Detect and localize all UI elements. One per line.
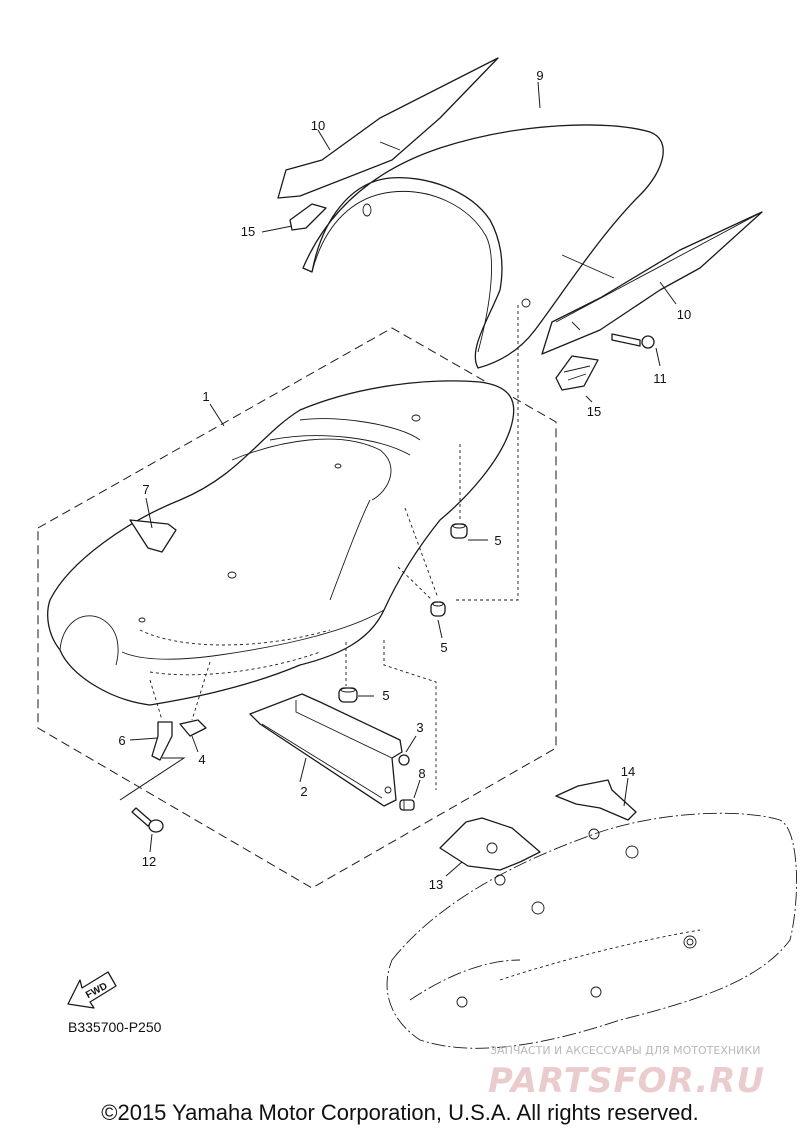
bolt-12 [131, 807, 164, 833]
damper-middle [430, 601, 446, 617]
collar-8 [399, 799, 415, 811]
seat-bracket [249, 693, 403, 807]
seat [47, 380, 515, 706]
callout-5-middle: 5 [440, 640, 447, 655]
screw-11 [611, 333, 655, 349]
nut-3 [398, 754, 410, 766]
callouts: 1 2 3 4 5 5 5 6 7 8 9 10 10 11 12 13 14 [118, 68, 691, 892]
emblem-left [289, 203, 327, 231]
callout-11: 11 [653, 371, 667, 386]
side-stripe-decal-left [277, 57, 499, 199]
callout-12: 12 [142, 854, 156, 869]
damper-lower [338, 687, 358, 703]
watermark-logo: PARTSFOR.RU [488, 1061, 765, 1101]
rear-fender-outline [386, 812, 798, 1049]
callout-9: 9 [536, 68, 543, 83]
callout-7: 7 [142, 482, 149, 497]
callout-6: 6 [118, 733, 125, 748]
emblem-right [555, 355, 599, 391]
callout-5-lower: 5 [382, 688, 389, 703]
damper-upper [450, 523, 468, 539]
seat-tag [129, 519, 177, 553]
callout-14: 14 [621, 764, 635, 779]
callout-1: 1 [202, 389, 209, 404]
hook-bracket [151, 721, 173, 761]
callout-10-left: 10 [311, 118, 325, 133]
callout-2: 2 [300, 784, 307, 799]
rear-bracket-13 [439, 817, 541, 871]
seat-assembly-boundary [37, 327, 557, 889]
rear-bracket-14 [555, 779, 637, 821]
callout-15-right: 15 [587, 404, 601, 419]
callout-4: 4 [198, 752, 205, 767]
callout-5-upper: 5 [494, 533, 501, 548]
watermark-tagline: ЗАПЧАСТИ И АКСЕССУАРЫ ДЛЯ МОТОТЕХНИКИ [490, 1044, 760, 1057]
callout-3: 3 [416, 720, 423, 735]
diagram-code: B335700-P250 [68, 1019, 162, 1035]
fwd-arrow: FWD [67, 971, 117, 1009]
clip-4 [179, 719, 207, 737]
copyright-footer: ©2015 Yamaha Motor Corporation, U.S.A. A… [101, 1100, 699, 1125]
callout-15-left: 15 [241, 224, 255, 239]
callout-13: 13 [429, 877, 443, 892]
rear-fender-cover [302, 124, 664, 369]
callout-8: 8 [418, 766, 425, 781]
callout-10-right: 10 [677, 307, 691, 322]
